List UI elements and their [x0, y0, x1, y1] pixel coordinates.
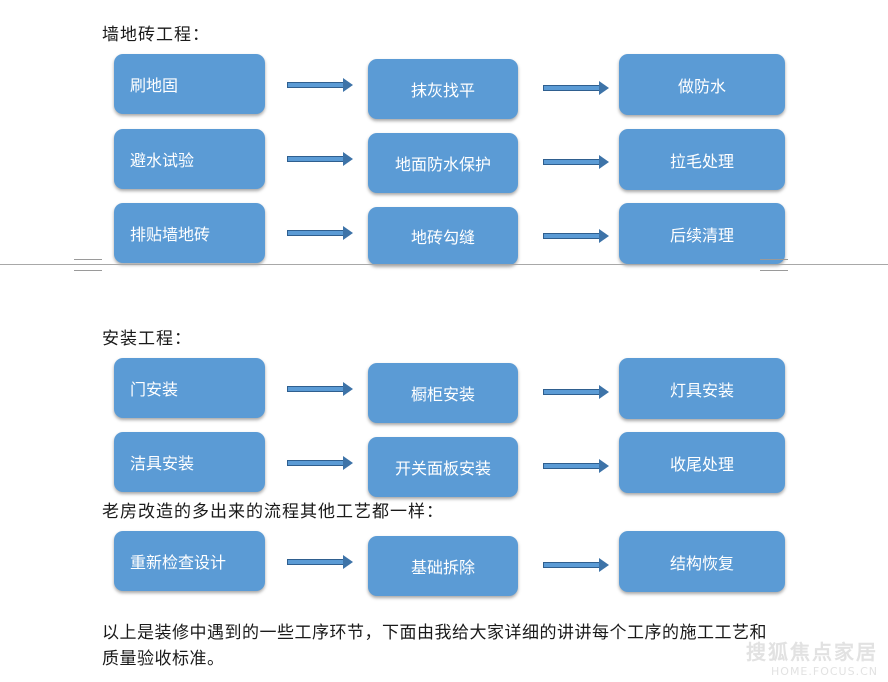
- step-box: 开关面板安装: [368, 437, 518, 497]
- flow-arrow: [543, 558, 609, 572]
- step-box: 做防水: [619, 54, 785, 115]
- flow-arrow: [543, 155, 609, 169]
- page-margin-mark: [74, 259, 102, 271]
- step-box: 灯具安装: [619, 358, 785, 419]
- step-box: 拉毛处理: [619, 129, 785, 190]
- flow-arrow: [543, 81, 609, 95]
- step-box: 结构恢复: [619, 531, 785, 592]
- step-box: 排贴墙地砖: [114, 203, 265, 263]
- closing-paragraph: 以上是装修中遇到的一些工序环节，下面由我给大家详细的讲讲每个工序的施工工艺和质量…: [102, 623, 767, 669]
- flow-arrow: [543, 229, 609, 243]
- step-box: 后续清理: [619, 203, 785, 264]
- watermark-brand: 搜狐焦点家居: [746, 640, 878, 664]
- page-margin-mark: [760, 259, 788, 271]
- step-box: 橱柜安装: [368, 363, 518, 423]
- step-box: 收尾处理: [619, 432, 785, 493]
- step-box: 刷地固: [114, 54, 265, 114]
- step-box: 基础拆除: [368, 536, 518, 596]
- flow-arrow: [287, 226, 353, 240]
- renovation-section-heading: 老房改造的多出来的流程其他工艺都一样：: [102, 502, 444, 522]
- flow-arrow: [287, 555, 353, 569]
- flow-arrow: [543, 459, 609, 473]
- watermark-url: HOME.FOCUS.CN: [771, 665, 878, 678]
- install-section-heading: 安装工程：: [102, 329, 192, 349]
- step-box: 地面防水保护: [368, 133, 518, 193]
- step-box: 抹灰找平: [368, 59, 518, 119]
- step-box: 避水试验: [114, 129, 265, 189]
- site-watermark: 搜狐焦点家居 HOME.FOCUS.CN: [718, 636, 878, 678]
- step-box: 地砖勾缝: [368, 207, 518, 265]
- flow-arrow: [287, 152, 353, 166]
- flow-arrow: [287, 78, 353, 92]
- flow-arrow: [287, 382, 353, 396]
- step-box: 洁具安装: [114, 432, 265, 492]
- flow-arrow: [287, 456, 353, 470]
- page-break-line: [0, 264, 888, 265]
- step-box: 重新检查设计: [114, 531, 265, 591]
- step-box: 门安装: [114, 358, 265, 418]
- flow-arrow: [543, 385, 609, 399]
- tile-section-heading: 墙地砖工程：: [102, 25, 210, 45]
